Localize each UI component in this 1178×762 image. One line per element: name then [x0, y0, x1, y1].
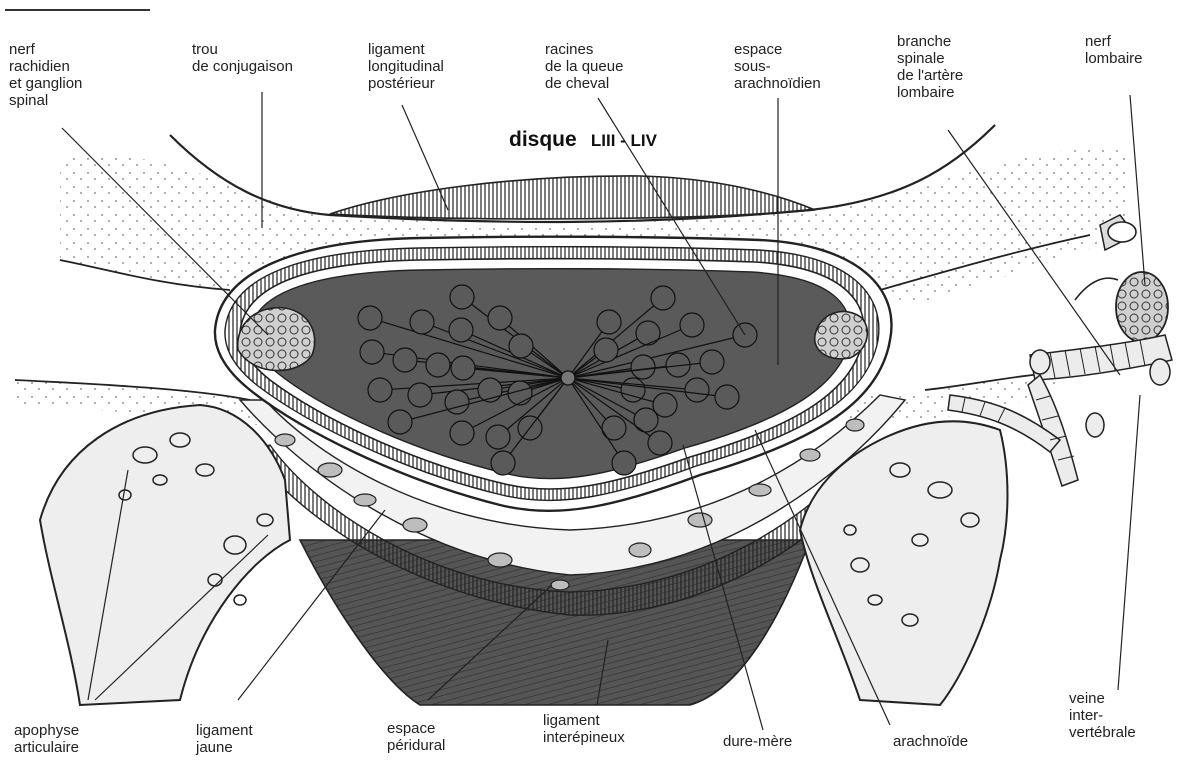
label-line: de conjugaison [192, 58, 293, 75]
label-line: jaune [196, 739, 253, 756]
label-line: de l'artère [897, 67, 963, 84]
label-dure-mere: dure-mère [723, 733, 792, 750]
label-espace-peridural: espace péridural [387, 720, 445, 754]
label-line: sous- [734, 58, 821, 75]
label-line: inter- [1069, 707, 1136, 724]
label-line: arachnoïdien [734, 75, 821, 92]
label-line: spinale [897, 50, 963, 67]
label-line: veine [1069, 690, 1136, 707]
filum-terminale [561, 371, 575, 385]
label-line: espace [387, 720, 445, 737]
label-line: rachidien [9, 58, 82, 75]
label-line: longitudinal [368, 58, 444, 75]
label-ligament-longitudinal: ligament longitudinal postérieur [368, 41, 444, 92]
label-line: lombaire [1085, 50, 1143, 67]
label-nerf-lombaire: nerf lombaire [1085, 33, 1143, 67]
label-nerf-rachidien: nerf rachidien et ganglion spinal [9, 41, 82, 109]
label-ligament-interepineux: ligament interépineux [543, 712, 625, 746]
label-line: lombaire [897, 84, 963, 101]
label-line: articulaire [14, 739, 79, 756]
label-line: vertébrale [1069, 724, 1136, 741]
label-line: de la queue [545, 58, 623, 75]
label-line: ligament [543, 712, 625, 729]
label-line: dure-mère [723, 733, 792, 750]
label-line: nerf [1085, 33, 1143, 50]
label-line: nerf [9, 41, 82, 58]
label-line: racines [545, 41, 623, 58]
disc-title-main: disque [509, 128, 577, 151]
label-line: spinal [9, 92, 82, 109]
label-arachnoide: arachnoïde [893, 733, 968, 750]
label-line: de cheval [545, 75, 623, 92]
label-veine-intervertebrale: veine inter- vertébrale [1069, 690, 1136, 741]
label-line: ligament [368, 41, 444, 58]
left-articular-process [40, 405, 290, 705]
label-apophyse-articulaire: apophyse articulaire [14, 722, 79, 756]
label-line: ligament [196, 722, 253, 739]
label-trou-conjugaison: trou de conjugaison [192, 41, 293, 75]
label-line: trou [192, 41, 293, 58]
label-line: espace [734, 41, 821, 58]
disc-title-level: LIII - LIV [591, 131, 657, 150]
label-line: interépineux [543, 729, 625, 746]
label-racines-queue-cheval: racines de la queue de cheval [545, 41, 623, 92]
label-line: et ganglion [9, 75, 82, 92]
label-line: postérieur [368, 75, 444, 92]
label-branche-spinale: branche spinale de l'artère lombaire [897, 33, 963, 101]
label-line: péridural [387, 737, 445, 754]
posterior-longitudinal-ligament [330, 176, 815, 219]
label-ligament-jaune: ligament jaune [196, 722, 253, 756]
label-line: branche [897, 33, 963, 50]
label-espace-sous-arachnoidien: espace sous- arachnoïdien [734, 41, 821, 92]
label-line: apophyse [14, 722, 79, 739]
disc-title: disque LIII - LIV [509, 128, 657, 153]
label-line: arachnoïde [893, 733, 968, 750]
